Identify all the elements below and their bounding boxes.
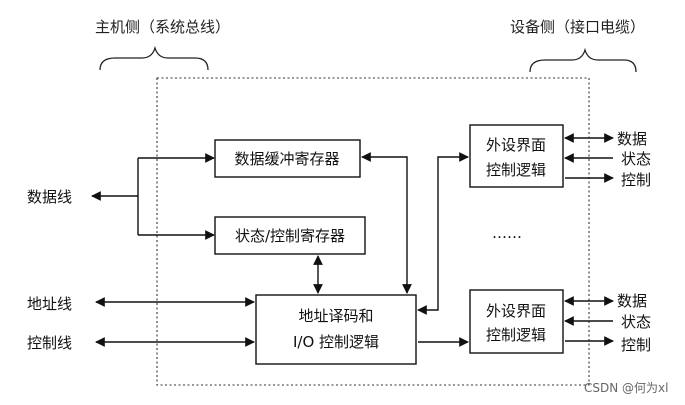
top-data-label: 数据 — [617, 130, 647, 148]
data-buffer-register — [214, 139, 361, 178]
buffer-decode-arrow — [361, 152, 412, 294]
device-bottom-label-2: 控制逻辑 — [486, 326, 546, 344]
bottom-data-label: 数据 — [617, 292, 647, 310]
bottom-status-label: 状态 — [621, 313, 651, 331]
watermark: CSDN @何为xl — [584, 381, 668, 395]
data-line-label: 数据线 — [27, 188, 72, 206]
top-status-label: 状态 — [621, 150, 651, 168]
device-side-label: 设备侧（接口电缆） — [510, 18, 645, 36]
device-interface-control-bottom — [469, 289, 564, 354]
status-control-register-label: 状态/控制寄存器 — [235, 227, 345, 245]
top-control-label: 控制 — [621, 171, 651, 189]
status-control-register — [214, 216, 366, 255]
device-top-label-2: 控制逻辑 — [486, 161, 546, 179]
interface-boundary — [156, 77, 590, 386]
device-top-label-1: 外设界面 — [486, 136, 546, 154]
host-side-brace — [99, 45, 209, 71]
address-decode-label-2: I/O 控制逻辑 — [293, 333, 379, 351]
data-buffer-register-label: 数据缓冲寄存器 — [234, 150, 339, 168]
bottom-control-label: 控制 — [621, 336, 651, 354]
address-line-label: 地址线 — [27, 295, 72, 313]
device-side-brace — [529, 47, 637, 73]
address-decode-io-control — [255, 294, 417, 365]
host-side-label: 主机侧（系统总线） — [95, 18, 230, 36]
address-decode-label-1: 地址译码和 — [298, 307, 373, 325]
control-line-label: 控制线 — [27, 334, 72, 352]
ellipsis: …… — [492, 224, 522, 242]
decode-device-top-arrow — [417, 152, 469, 315]
device-interface-control-top — [469, 124, 564, 188]
device-bottom-label-1: 外设界面 — [486, 302, 546, 320]
